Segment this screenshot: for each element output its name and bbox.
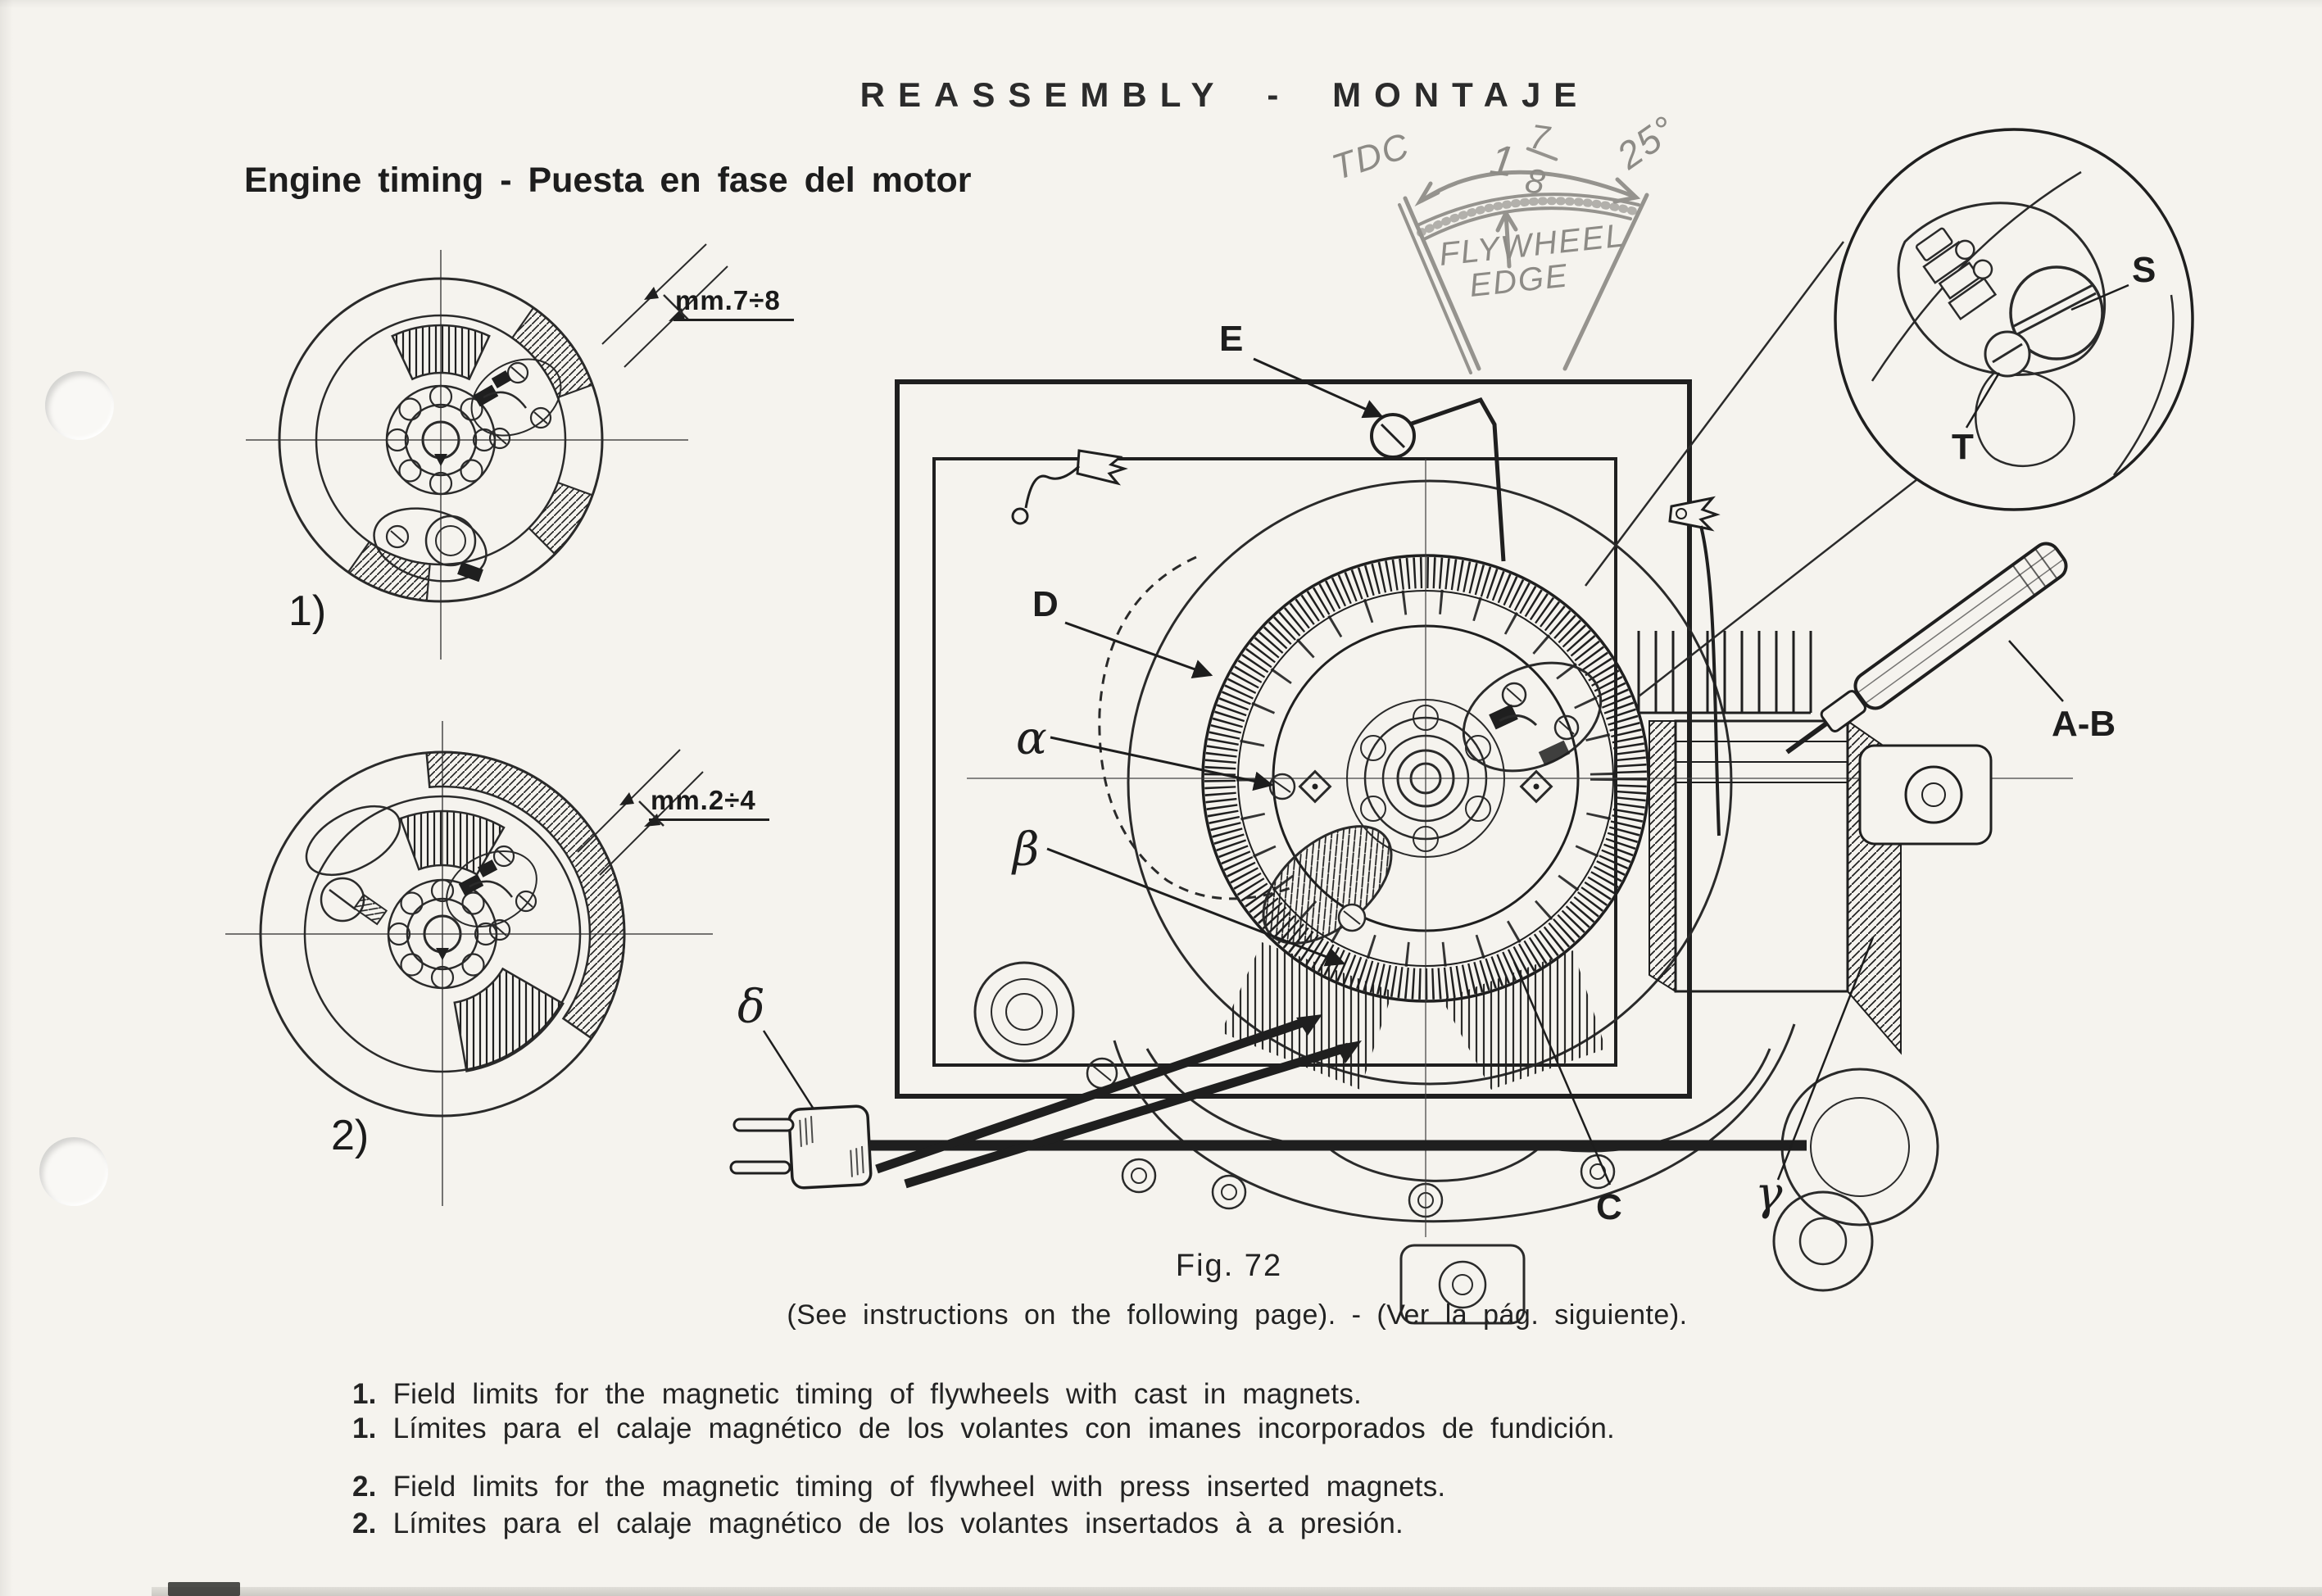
label-d: D bbox=[1032, 584, 1059, 624]
page-title: REASSEMBLY - MONTAJE bbox=[859, 75, 1590, 114]
legend-item-1-es: 1. Límites para el calaje magnético de l… bbox=[352, 1412, 1615, 1445]
section-heading: Engine timing - Puesta en fase del motor bbox=[244, 161, 972, 200]
label-alpha: α bbox=[1016, 712, 1047, 765]
legend-text: Field limits for the magnetic timing of … bbox=[392, 1471, 1446, 1503]
legend-item-2-es: 2. Límites para el calaje magnético de l… bbox=[352, 1508, 1404, 1540]
label-beta: β bbox=[1011, 823, 1039, 877]
flywheel-diagram-2 bbox=[225, 721, 713, 1206]
label-delta: δ bbox=[737, 981, 765, 1034]
dimension-label-1: mm.7÷8 bbox=[673, 285, 794, 321]
legend-text: Límites para el calaje magnético de los … bbox=[392, 1412, 1615, 1444]
fraction-whole: 1 bbox=[1487, 136, 1519, 187]
label-s: S bbox=[2132, 250, 2156, 290]
legend-item-1-en: 1. Field limits for the magnetic timing … bbox=[352, 1378, 1362, 1411]
legend-text: Field limits for the magnetic timing of … bbox=[392, 1378, 1362, 1410]
figure-note: (See instructions on the following page)… bbox=[787, 1299, 1688, 1331]
label-ab: A-B bbox=[2052, 704, 2116, 744]
page-edge-top bbox=[0, 0, 2322, 8]
engine-diagram: S T E D α β δ C γ A-B bbox=[729, 128, 2194, 1325]
figure-caption: Fig. 72 bbox=[1175, 1249, 1283, 1283]
flywheel1-number: 1) bbox=[288, 587, 327, 635]
legend-text: Límites para el calaje magnético de los … bbox=[392, 1508, 1404, 1539]
legend-number: 2. bbox=[352, 1508, 377, 1539]
angle-note: 25° bbox=[1608, 107, 1685, 178]
timing-tool bbox=[1785, 542, 2068, 755]
stator-plate-details bbox=[1098, 555, 1603, 945]
legend-number: 2. bbox=[352, 1471, 377, 1503]
label-t: T bbox=[1952, 427, 1974, 467]
dimension-lines-1 bbox=[601, 243, 728, 368]
scan-artifact bbox=[168, 1582, 240, 1596]
label-c: C bbox=[1596, 1187, 1622, 1227]
tdc-note: TDC bbox=[1327, 125, 1415, 188]
label-gamma: γ bbox=[1755, 1168, 1783, 1221]
stator-plate-boxes bbox=[895, 379, 1692, 1099]
test-wiring bbox=[729, 397, 1807, 1190]
punch-hole bbox=[39, 1137, 108, 1206]
fraction-numerator: 7 bbox=[1527, 116, 1553, 157]
legend-number: 1. bbox=[352, 1378, 377, 1410]
callout-labels: E D α β δ C γ A-B bbox=[737, 319, 2116, 1227]
dimension-label-2: mm.2÷4 bbox=[649, 785, 769, 821]
handwritten-annotation: TDC 1 7 8 25° FLYWHEEL EDGE bbox=[1327, 107, 1685, 374]
punch-hole bbox=[45, 371, 114, 440]
flywheel-diagram-1 bbox=[246, 250, 688, 660]
legend-number: 1. bbox=[352, 1412, 377, 1444]
page-edge-left bbox=[0, 0, 13, 1596]
dimension-lines-2 bbox=[577, 749, 704, 876]
flywheel2-number: 2) bbox=[331, 1112, 370, 1159]
inset-balloon: S T bbox=[1585, 128, 2194, 697]
label-e: E bbox=[1219, 319, 1243, 359]
scan-edge-strip bbox=[152, 1587, 2322, 1596]
legend-item-2-en: 2. Field limits for the magnetic timing … bbox=[352, 1471, 1445, 1503]
